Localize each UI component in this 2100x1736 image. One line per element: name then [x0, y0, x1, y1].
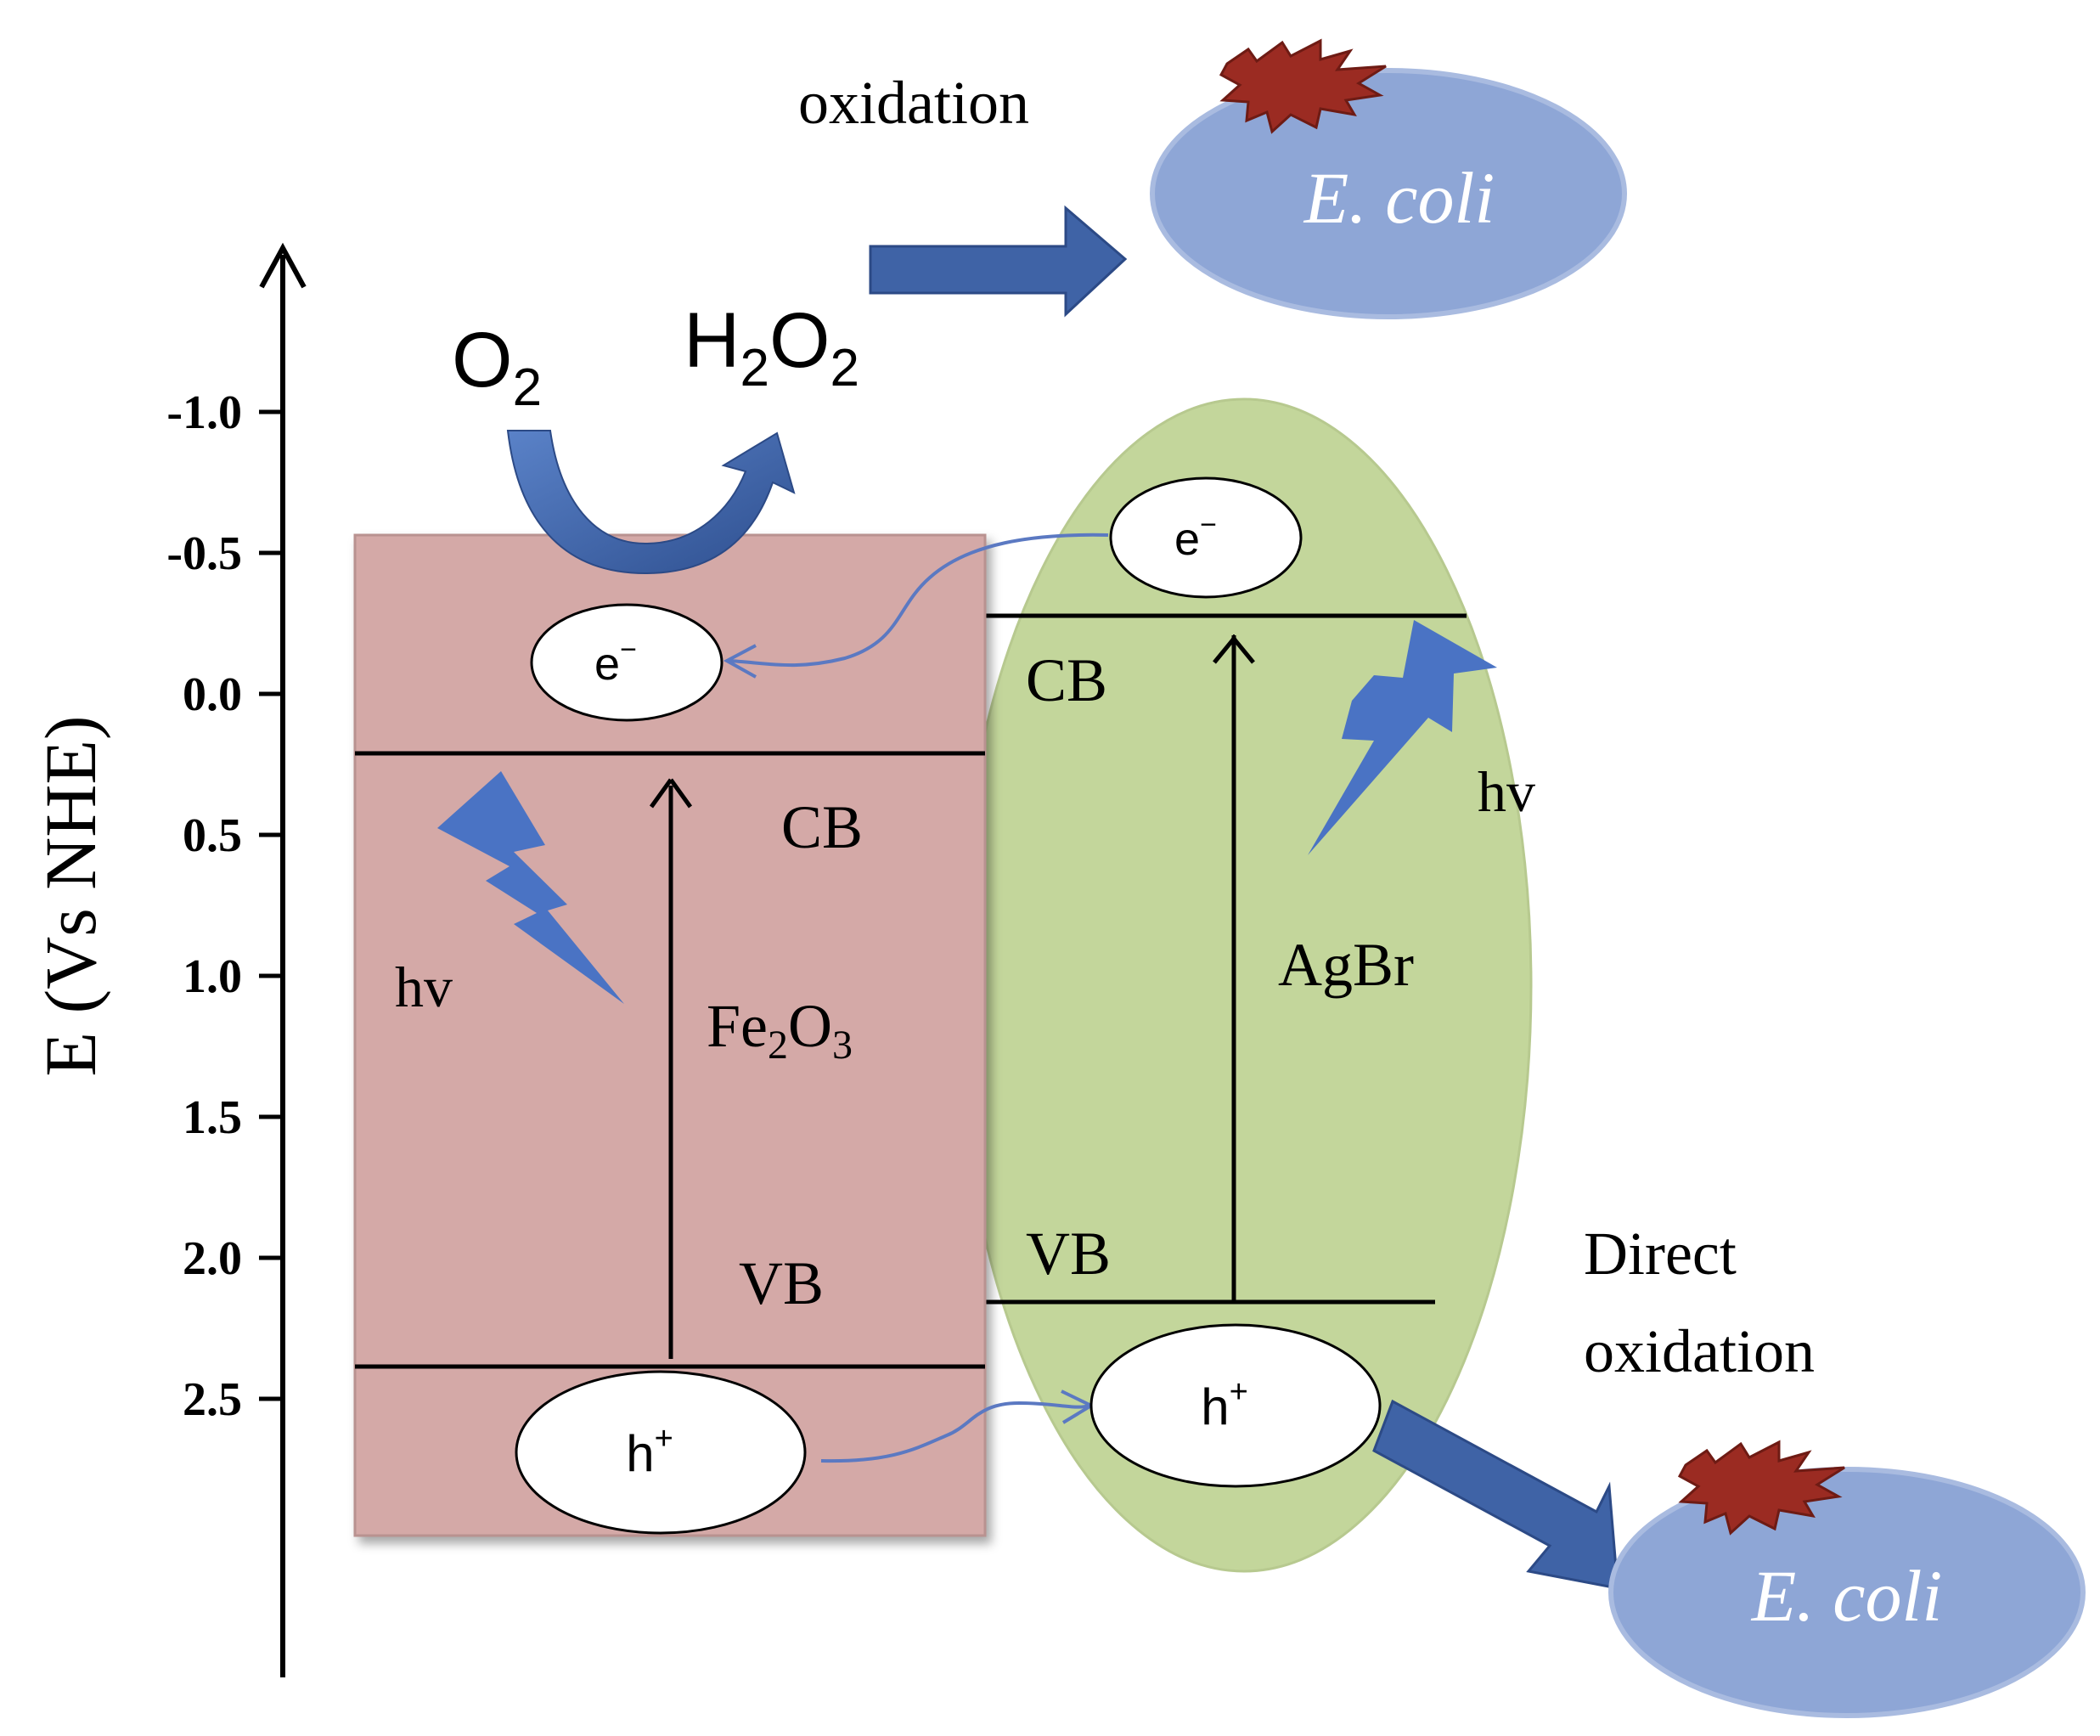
hole-bubble	[515, 1370, 807, 1535]
ecoli-cell-top	[1150, 68, 1627, 319]
electron-bubble	[1109, 476, 1303, 599]
fe2o3-arrowhead	[649, 778, 693, 809]
top-oxidation-label: oxidation	[798, 69, 1029, 137]
agbr-vb-label: VB	[1026, 1220, 1111, 1288]
tick-label: -1.0	[166, 386, 242, 439]
fe2o3-electron: e−	[530, 603, 723, 722]
hole-bubble	[1089, 1323, 1382, 1488]
ecoli-label-top: E. coli	[1303, 157, 1495, 239]
agbr-arrowhead	[1213, 637, 1255, 664]
oxygen-reduction: O2 H2O2	[452, 297, 859, 575]
fe2o3-vb-label: VB	[739, 1249, 824, 1317]
axis-arrowhead	[259, 242, 307, 289]
product-h2o2: H2O2	[684, 297, 859, 397]
agbr-semiconductor: CB VB AgBr hv	[955, 397, 1535, 1573]
agbr-name: AgBr	[1278, 931, 1414, 999]
electron-symbol: e−	[594, 634, 637, 690]
electron-bubble	[530, 603, 723, 722]
tick-label: 0.0	[183, 668, 242, 721]
tick-label: 0.5	[183, 809, 242, 862]
damage-splat-icon	[1219, 38, 1387, 134]
agbr-cb-label: CB	[1026, 646, 1107, 714]
agbr-electron: e−	[1109, 476, 1303, 599]
axis-label: E (Vs NHE)	[30, 715, 111, 1076]
bottom-oxidation-label-line2: oxidation	[1584, 1317, 1815, 1385]
fe2o3-light-label: hv	[395, 955, 453, 1019]
fe2o3-name: Fe2O3	[707, 992, 853, 1068]
axis-tick-labels: -1.0 -0.5 0.0 0.5 1.0 1.5 2.0 2.5	[166, 386, 242, 1426]
hole-symbol: h+	[1201, 1374, 1248, 1435]
electron-symbol: e−	[1174, 509, 1217, 565]
hole-symbol: h+	[626, 1421, 673, 1482]
agbr-light-label: hv	[1478, 759, 1535, 824]
fe2o3-hole: h+	[515, 1370, 807, 1535]
bottom-oxidation-label-line1: Direct	[1584, 1220, 1737, 1288]
damage-splat-icon	[1677, 1440, 1845, 1536]
oxidation-block-arrow	[869, 205, 1128, 318]
fe2o3-cb-label: CB	[781, 793, 863, 861]
fe2o3-lightning-icon	[437, 771, 624, 1004]
tick-label: 1.5	[183, 1091, 242, 1144]
reactant-o2: O2	[452, 317, 542, 417]
agbr-lightning-icon	[1308, 620, 1497, 855]
electron-transfer-arrow	[728, 533, 1109, 668]
hole-transfer-arrow	[820, 1401, 1090, 1463]
axis-ticks	[259, 409, 283, 1401]
energy-axis: -1.0 -0.5 0.0 0.5 1.0 1.5 2.0 2.5 E (Vs …	[30, 242, 307, 1677]
bottom-oxidation: Direct oxidation E. coli	[1372, 1220, 2086, 1718]
tick-label: 1.0	[183, 950, 242, 1003]
tick-label: -0.5	[166, 527, 242, 580]
ecoli-label-bottom: E. coli	[1750, 1555, 1943, 1637]
carriers: e− e− h+ h+	[515, 476, 1382, 1535]
reduction-curved-arrow	[506, 430, 796, 575]
direct-oxidation-block-arrow	[1372, 1399, 1619, 1590]
tick-label: 2.5	[183, 1373, 242, 1426]
top-oxidation: oxidation E. coli	[798, 38, 1627, 319]
electron-transfer-arrowhead	[723, 644, 757, 679]
agbr-hole: h+	[1089, 1323, 1382, 1488]
tick-label: 2.0	[183, 1232, 242, 1285]
